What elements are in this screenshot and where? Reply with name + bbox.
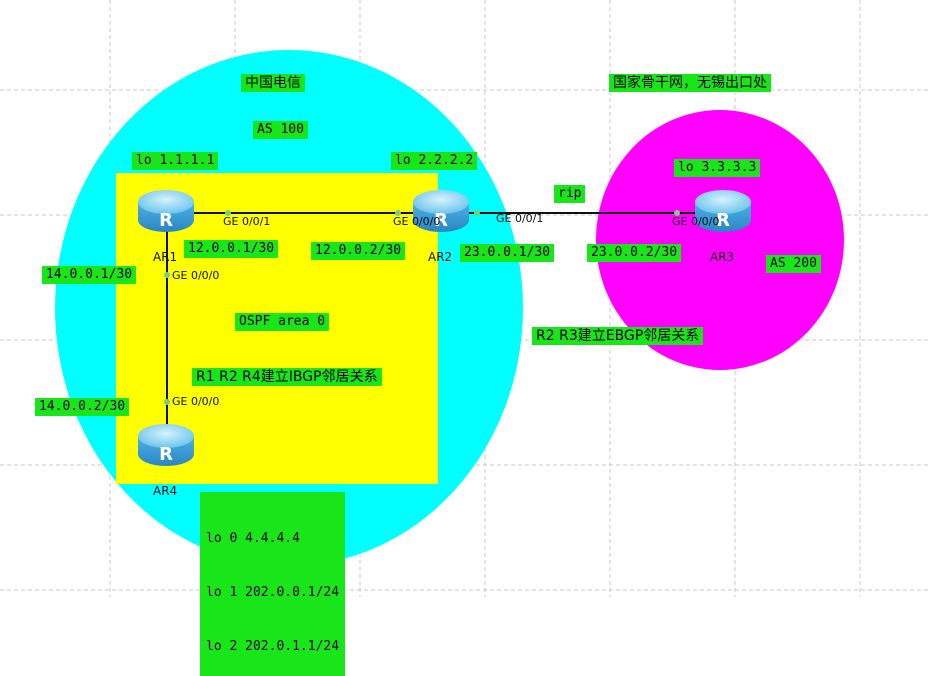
ar2-ge001-port: GE 0/0/1 (496, 212, 544, 225)
as200-label: AS 200 (766, 255, 821, 273)
svg-text:R: R (159, 210, 173, 231)
router-ar3-name: AR3 (710, 250, 735, 264)
router-ar2-icon[interactable]: R (411, 188, 471, 234)
ar4-loopbacks: lo 0 4.4.4.4 lo 1 202.0.0.1/24 lo 2 202.… (200, 492, 346, 676)
ar2-ar3-ip-ar2: 23.0.0.1/30 (460, 244, 555, 262)
svg-text:R: R (434, 210, 448, 231)
ar4-ge000-port: GE 0/0/0 (172, 395, 220, 408)
ar1-ge000-port: GE 0/0/0 (172, 269, 220, 282)
router-ar1-icon[interactable]: R (136, 188, 196, 234)
router-ar4-name: AR4 (153, 484, 178, 498)
backbone-title: 国家骨干网，无锡出口处 (609, 74, 771, 92)
ar1-ar4-ip-ar4: 14.0.0.2/30 (35, 398, 130, 416)
ar1-ar4-ip-ar1: 14.0.0.1/30 (42, 266, 137, 284)
as100-label: AS 100 (253, 121, 308, 139)
ar3-loopback: lo 3.3.3.3 (674, 159, 761, 177)
router-ar1-name: AR1 (153, 250, 178, 264)
router-ar2-name: AR2 (428, 250, 453, 264)
ar1-ar2-ip-ar1: 12.0.0.1/30 (184, 240, 279, 258)
router-ar3-icon[interactable]: R (693, 188, 753, 234)
port-dot (225, 210, 231, 216)
ar1-ge001-port: GE 0/0/1 (223, 215, 271, 228)
ibgp-label: R1 R2 R4建立IBGP邻居关系 (192, 368, 382, 386)
ar3-ge000-port: GE 0/0/0 (672, 215, 720, 228)
port-dot (395, 210, 401, 216)
ar2-ge000-port: GE 0/0/0 (393, 215, 441, 228)
svg-text:R: R (159, 444, 173, 465)
ar2-ar3-ip-ar3: 23.0.0.2/30 (587, 244, 682, 262)
ar4-loopback-1: lo 1 202.0.0.1/24 (206, 585, 340, 600)
port-dot (164, 272, 170, 278)
port-dot (674, 210, 680, 216)
ospf-area-label: OSPF area 0 (235, 313, 330, 331)
ar1-loopback: lo 1.1.1.1 (132, 152, 219, 170)
topology-canvas (0, 0, 931, 597)
ar1-ar2-ip-ar2: 12.0.0.2/30 (311, 242, 406, 260)
telecom-title: 中国电信 (241, 74, 305, 92)
rip-label: rip (554, 185, 586, 203)
port-dot (164, 399, 170, 405)
as200-area (596, 110, 844, 370)
ar4-loopback-0: lo 0 4.4.4.4 (206, 531, 300, 546)
svg-text:R: R (716, 210, 730, 231)
ar4-loopback-2: lo 2 202.0.1.1/24 (206, 639, 340, 654)
ar2-loopback: lo 2.2.2.2 (391, 152, 478, 170)
router-ar4-icon[interactable]: R (136, 422, 196, 468)
ebgp-label: R2 R3建立EBGP邻居关系 (532, 327, 704, 345)
port-dot (474, 210, 480, 216)
